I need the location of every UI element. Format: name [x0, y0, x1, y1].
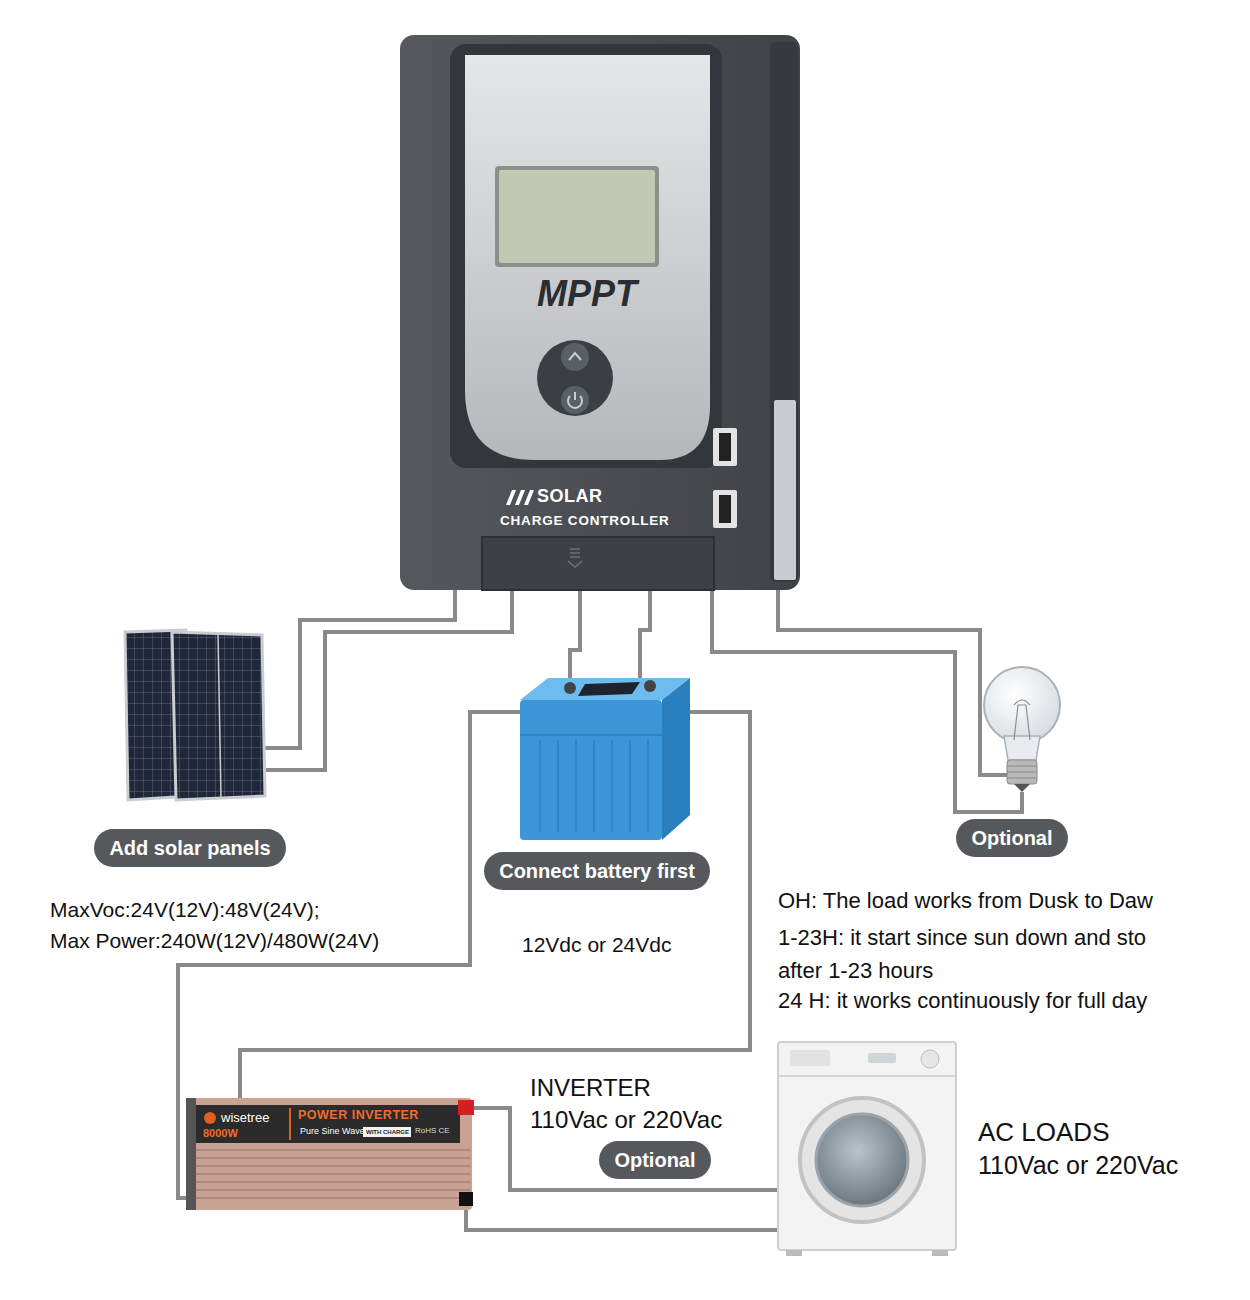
button — [561, 386, 589, 414]
caption-pill: Connect battery first — [484, 852, 710, 890]
controller-side — [770, 42, 798, 582]
bulb-tip — [1014, 784, 1030, 792]
inverter-end — [186, 1098, 196, 1210]
feature-tag: WITH CHARGE — [366, 1129, 409, 1135]
load-mode-note: OH: The load works from Dusk to Daw — [778, 888, 1153, 914]
voltage-label: 110Vac or 220Vac — [530, 1106, 722, 1135]
washer-foot — [786, 1250, 802, 1256]
brand-name: wisetree — [221, 1111, 269, 1124]
light-bulb — [984, 667, 1060, 792]
usb-slot — [719, 433, 731, 461]
battery-sticker — [578, 682, 640, 696]
battery-top — [520, 678, 690, 700]
cover-arrow — [568, 549, 582, 567]
positive-terminal — [458, 1100, 474, 1115]
washer-body — [778, 1042, 956, 1250]
component-title: AC LOADS — [978, 1117, 1110, 1148]
battery-terminal — [644, 680, 656, 692]
bulb-base — [1007, 760, 1037, 784]
side-sticker — [774, 400, 796, 580]
product-subtitle: Pure Sine Wave — [300, 1127, 365, 1136]
washer-foot — [932, 1250, 948, 1256]
caption-text: Optional — [971, 826, 1052, 850]
solar-panel — [172, 632, 265, 800]
washer-display — [868, 1053, 896, 1063]
up-icon — [569, 353, 581, 360]
face-frame — [450, 44, 722, 468]
battery-wire — [570, 590, 580, 686]
battery-front — [520, 700, 662, 840]
washer-drawer — [790, 1050, 830, 1066]
washing-machine — [778, 1042, 956, 1256]
caption-pill: Optional — [956, 819, 1067, 857]
negative-terminal — [459, 1192, 473, 1206]
caption-text: Optional — [614, 1148, 695, 1172]
spec-note: MaxVoc:24V(12V):48V(24V); — [50, 897, 320, 922]
inverter-body — [186, 1098, 472, 1210]
load-mode-note: 24 H: it works continuously for full day — [778, 988, 1147, 1014]
washer-glass — [816, 1114, 908, 1206]
washer-knob — [921, 1050, 939, 1068]
voltage-label: 110Vac or 220Vac — [978, 1150, 1178, 1180]
caption-text: Add solar panels — [109, 836, 270, 860]
washer-panel-line — [778, 1075, 956, 1077]
product-name: POWER INVERTER — [298, 1109, 419, 1122]
panel-wire — [262, 590, 455, 748]
button — [561, 343, 589, 371]
brand-logo — [204, 1112, 216, 1124]
caption-pill: Add solar panels — [94, 829, 285, 867]
washer-door — [800, 1098, 924, 1222]
controller-body — [400, 35, 800, 590]
lcd-frame — [495, 166, 659, 267]
battery-wire — [640, 590, 650, 684]
inverter-panel — [196, 1105, 460, 1143]
bulb-glass — [984, 667, 1060, 743]
usb-port — [713, 428, 737, 466]
spec-note: Max Power:240W(12V)/480W(24V) — [50, 928, 379, 953]
power-rating: 8000W — [203, 1128, 238, 1139]
battery-side — [662, 678, 690, 840]
load-wire — [712, 590, 1022, 812]
lcd-screen — [499, 170, 655, 263]
filament — [1014, 700, 1030, 740]
load-mode-note: 1-23H: it start since sun down and sto a… — [778, 921, 1149, 987]
load-wire — [778, 590, 1007, 775]
panel-wire — [262, 590, 512, 770]
controller-drawing — [400, 35, 800, 590]
inverter-ribs — [196, 1150, 470, 1198]
device-label: CHARGE CONTROLLER — [500, 514, 670, 528]
charge-controller: MPPT SOLAR CHARGE CONTROLLER — [400, 35, 800, 590]
cert-mark: RoHS CE — [415, 1127, 450, 1135]
logo-mark — [506, 490, 534, 505]
inverter — [186, 1098, 474, 1210]
bulb-thread — [1007, 766, 1037, 778]
caption-pill: Optional — [599, 1141, 710, 1179]
battery-ribs — [520, 735, 662, 832]
silver-face — [465, 55, 710, 460]
battery — [520, 678, 690, 840]
bulb-neck — [1004, 736, 1040, 760]
caption-text: Connect battery first — [499, 859, 695, 883]
battery-terminal — [564, 682, 576, 694]
component-title: INVERTER — [530, 1074, 651, 1103]
button-pad — [537, 340, 613, 416]
voltage-label: 12Vdc or 24Vdc — [522, 932, 671, 957]
usb-slot — [719, 495, 731, 523]
device-label: SOLAR — [537, 487, 603, 505]
ac-wire — [466, 1206, 778, 1230]
panel-divider — [289, 1108, 291, 1140]
usb-port — [713, 490, 737, 528]
device-brand: MPPT — [462, 276, 712, 312]
solar-panels — [125, 630, 265, 800]
panel-divider — [218, 634, 221, 798]
power-icon — [568, 392, 582, 408]
tag-box — [363, 1127, 411, 1137]
terminal-cover — [482, 537, 714, 590]
